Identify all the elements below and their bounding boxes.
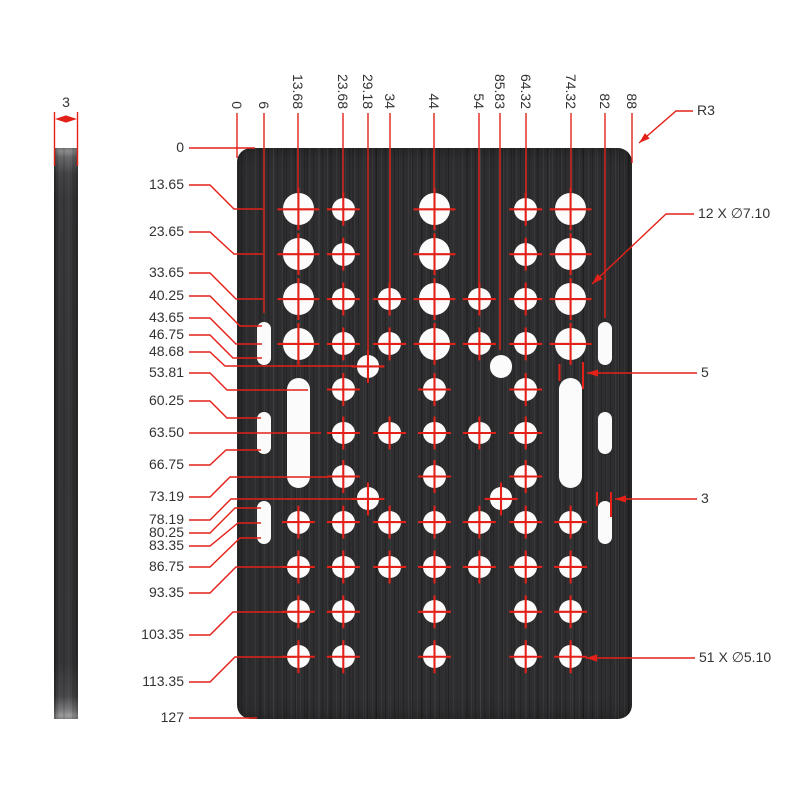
left-dim-leader [189, 184, 263, 210]
top-dim-label: 23.68 [335, 73, 351, 109]
edge-slot [257, 501, 271, 545]
left-dim-leader [189, 522, 261, 547]
callout-label: 3 [701, 490, 709, 506]
left-dim-leader [189, 537, 261, 568]
top-dim-label: 54 [471, 93, 487, 109]
edge-slot [598, 501, 612, 545]
top-dim-label: 13.68 [290, 73, 306, 109]
top-dim-label: 74.32 [563, 73, 579, 109]
left-dim-label: 60.25 [148, 392, 184, 408]
top-dim-label: 64.32 [518, 73, 534, 109]
center-slot [559, 378, 582, 488]
left-dim-leader [189, 449, 261, 466]
left-dim-label: 40.25 [148, 287, 184, 303]
left-dim-label: 43.65 [148, 309, 184, 325]
callout-leader [638, 110, 693, 144]
left-dim-label: 80.25 [148, 524, 184, 540]
left-dim-label: 13.65 [148, 176, 184, 192]
left-dim-leader [189, 400, 261, 419]
hole-plain [489, 355, 513, 378]
thickness-label: 3 [62, 94, 70, 110]
thickness-arrow-right [66, 115, 77, 123]
callout-arrowhead [587, 369, 598, 377]
left-dim-label: 127 [160, 709, 184, 725]
left-dim-leader [189, 351, 354, 367]
left-dim-leader [189, 334, 262, 359]
edge-slot [257, 321, 271, 365]
left-dim-label: 78.19 [148, 511, 184, 527]
left-dim-label: 46.75 [148, 326, 184, 342]
left-dim-leader [189, 611, 291, 636]
callout-label: R3 [697, 102, 715, 118]
top-dim-label: 34 [382, 93, 398, 109]
top-dim-label: 29.18 [360, 73, 376, 109]
left-dim-label: 83.35 [148, 537, 184, 553]
left-dim-label: 48.68 [148, 343, 184, 359]
left-dim-label: 53.81 [148, 364, 184, 380]
left-dim-label: 66.75 [148, 456, 184, 472]
left-dim-label: 33.65 [148, 264, 184, 280]
left-dim-leader [189, 656, 296, 683]
top-dim-label: 88 [624, 93, 640, 109]
callout-arrowhead [586, 654, 597, 662]
left-dim-leader [189, 372, 308, 391]
callout-label: 51 X ∅5.10 [699, 649, 772, 665]
top-dim-label: 6 [256, 101, 272, 109]
left-dim-leader [189, 476, 328, 498]
left-dim-leader [189, 566, 291, 594]
left-dim-leader [189, 498, 356, 521]
edge-slot [598, 411, 612, 455]
callout-leader [591, 213, 694, 285]
callout-arrowhead [615, 495, 626, 503]
top-dim-label: 0 [229, 101, 245, 109]
callout-arrowhead [639, 133, 650, 143]
left-dim-label: 113.35 [142, 673, 184, 689]
left-dim-leader [189, 295, 262, 327]
side-view-thickness-bar [54, 148, 78, 719]
left-dim-label: 63.50 [148, 424, 184, 440]
left-dim-label: 86.75 [148, 558, 184, 574]
left-dim-leader [189, 272, 263, 300]
thickness-arrow-left [55, 115, 66, 123]
top-dim-label: 85.83 [492, 73, 508, 109]
callout-label: 12 X ∅7.10 [698, 205, 771, 221]
top-dim-label: 82 [597, 93, 613, 109]
callout-arrowhead [592, 273, 603, 284]
left-dim-label: 0 [176, 139, 184, 155]
left-dim-leader [189, 317, 262, 345]
left-dim-label: 103.35 [141, 626, 184, 642]
top-dim-label: 44 [426, 93, 442, 109]
left-dim-leader [189, 507, 261, 534]
left-dim-label: 23.65 [148, 223, 184, 239]
left-dim-label: 73.19 [148, 488, 184, 504]
callout-label: 5 [701, 364, 709, 380]
left-dim-leader [189, 231, 263, 255]
left-dim-label: 93.35 [148, 584, 184, 600]
edge-slot [598, 321, 612, 365]
